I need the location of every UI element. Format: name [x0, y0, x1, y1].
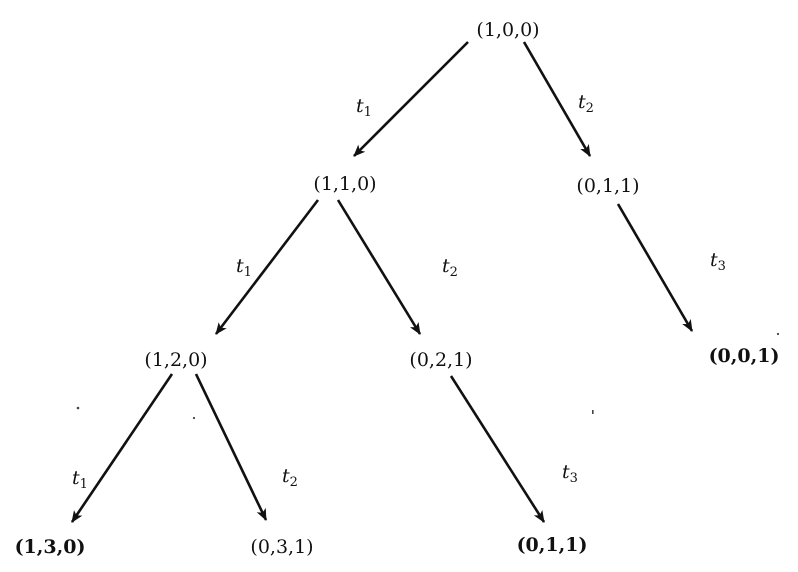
transition-labels: t1 t2 t1 t2 t3 t1 t2 t3 — [72, 91, 726, 492]
edge-label-120-to-130: t1 — [72, 467, 88, 492]
speck — [192, 416, 196, 420]
edge-label-120-to-031: t2 — [282, 465, 298, 490]
edge-label-110-to-021: t2 — [442, 255, 458, 280]
node-0-1-1-lower: (0,1,1) — [517, 534, 588, 556]
edge-arrow-120-to-031 — [194, 373, 268, 521]
edge-arrow-100-to-011 — [522, 41, 592, 157]
edge-label-021-to-011: t3 — [562, 461, 578, 486]
edge-arrow-021-to-011 — [449, 375, 546, 523]
edges — [70, 41, 694, 523]
node-1-0-0: (1,0,0) — [476, 19, 539, 41]
edge-arrow-100-to-110 — [353, 41, 469, 157]
edge-arrow-110-to-120 — [214, 199, 320, 335]
edge-arrow-011-to-001 — [616, 203, 694, 332]
edge-label-110-to-120: t1 — [236, 255, 252, 280]
speck — [776, 332, 780, 336]
node-1-3-0: (1,3,0) — [15, 536, 86, 558]
edge-arrow-110-to-021 — [336, 199, 422, 335]
speck — [76, 406, 80, 410]
edge-label-011-to-001: t3 — [710, 249, 726, 274]
speck — [592, 410, 594, 414]
markings: (1,0,0) (1,1,0) (0,1,1) (1,2,0) (0,2,1) … — [15, 19, 780, 558]
node-0-2-1: (0,2,1) — [409, 349, 472, 371]
edge-label-100-to-011: t2 — [578, 91, 594, 116]
scan-specks — [76, 332, 780, 420]
node-1-2-0: (1,2,0) — [144, 349, 207, 371]
node-0-0-1: (0,0,1) — [709, 345, 780, 367]
edge-label-100-to-110: t1 — [356, 95, 372, 120]
node-0-3-1: (0,3,1) — [250, 536, 313, 558]
edge-arrow-120-to-130 — [70, 373, 174, 523]
node-0-1-1-upper: (0,1,1) — [576, 175, 639, 197]
node-1-1-0: (1,1,0) — [313, 173, 376, 195]
